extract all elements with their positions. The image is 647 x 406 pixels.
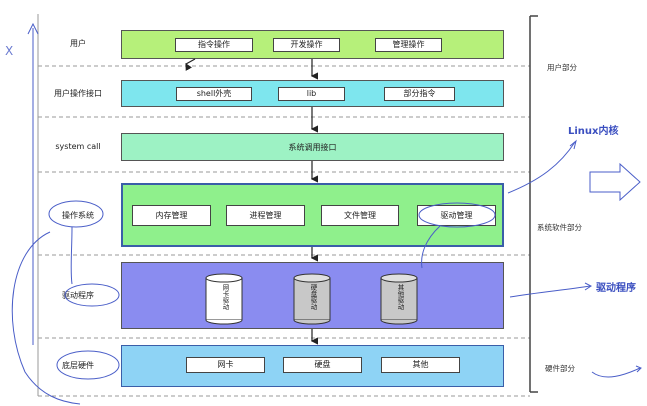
item-nic: 网卡 [186,357,265,373]
cylinder-other-driver [380,273,418,325]
flow-arrows [185,58,318,345]
cylinder-label-nic-driver: 网卡驱动 [221,284,229,310]
item-disk: 硬盘 [283,357,362,373]
band-system-call [121,133,504,161]
layer-label-user: 用户 [70,39,86,48]
annotation-linux-kernel: Linux内核 [568,126,619,137]
item-shell: shell外壳 [176,87,252,101]
cylinder-nic-driver [205,273,243,325]
item-other-hw: 其他 [381,357,460,373]
annotation-driver-program: 驱动程序 [596,283,636,294]
side-label-system-part: 系统软件部分 [537,223,582,232]
item-file-mgmt: 文件管理 [321,205,399,226]
item-memory-mgmt: 内存管理 [132,205,211,226]
item-command-op: 指令操作 [175,38,253,52]
item-syscall-interface: 系统调用接口 [288,143,337,152]
dashed-separators [38,65,530,397]
item-partial-command: 部分指令 [384,87,455,101]
layer-label-user-interface: 用户操作接口 [54,89,102,98]
item-process-mgmt: 进程管理 [226,205,305,226]
side-label-hardware-part: 硬件部分 [545,364,575,373]
layer-label-driver: 驱动程序 [62,291,94,300]
side-label-user-part: 用户部分 [547,63,577,72]
layer-label-os: 操作系统 [62,211,94,220]
layer-label-hardware: 底层硬件 [62,361,94,370]
cylinder-label-disk-driver: 硬盘驱动 [309,284,317,310]
x-mark: X [5,44,14,58]
layer-label-system-call: system call [55,142,101,151]
driver-cylinders [205,273,418,325]
item-lib: lib [278,87,345,101]
right-bracket [529,15,538,393]
item-driver-mgmt: 驱动管理 [417,205,496,226]
item-admin-op: 管理操作 [375,38,442,52]
item-dev-op: 开发操作 [273,38,340,52]
cylinder-label-other-driver: 其他驱动 [396,284,404,310]
handwritten-annotations [11,22,642,405]
cylinder-disk-driver [293,273,331,325]
